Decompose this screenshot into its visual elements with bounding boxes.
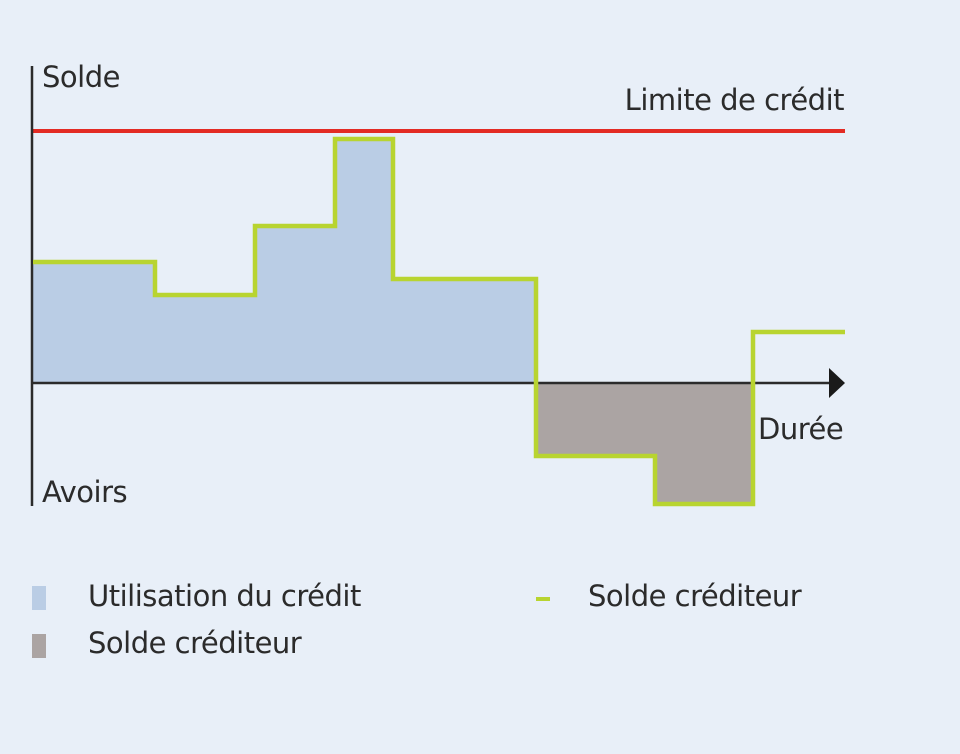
x-axis-label: Durée	[758, 412, 844, 446]
legend-label-credit-balance-area: Solde créditeur	[88, 626, 302, 660]
step-line-swatch-icon	[536, 597, 550, 601]
x-axis-arrow-icon	[829, 368, 845, 398]
credit-use-swatch-icon	[32, 586, 46, 610]
credit-balance-swatch-icon	[32, 634, 46, 658]
legend-label-credit-balance-line: Solde créditeur	[588, 579, 802, 613]
credit-balance-area	[536, 383, 753, 504]
credit-use-area	[33, 139, 536, 383]
y-axis-bottom-label: Avoirs	[42, 475, 128, 509]
y-axis-top-label: Solde	[42, 60, 120, 94]
balance-step-line	[33, 136, 845, 507]
legend-label-credit-use: Utilisation du crédit	[88, 579, 361, 613]
credit-limit-label: Limite de crédit	[624, 83, 845, 117]
